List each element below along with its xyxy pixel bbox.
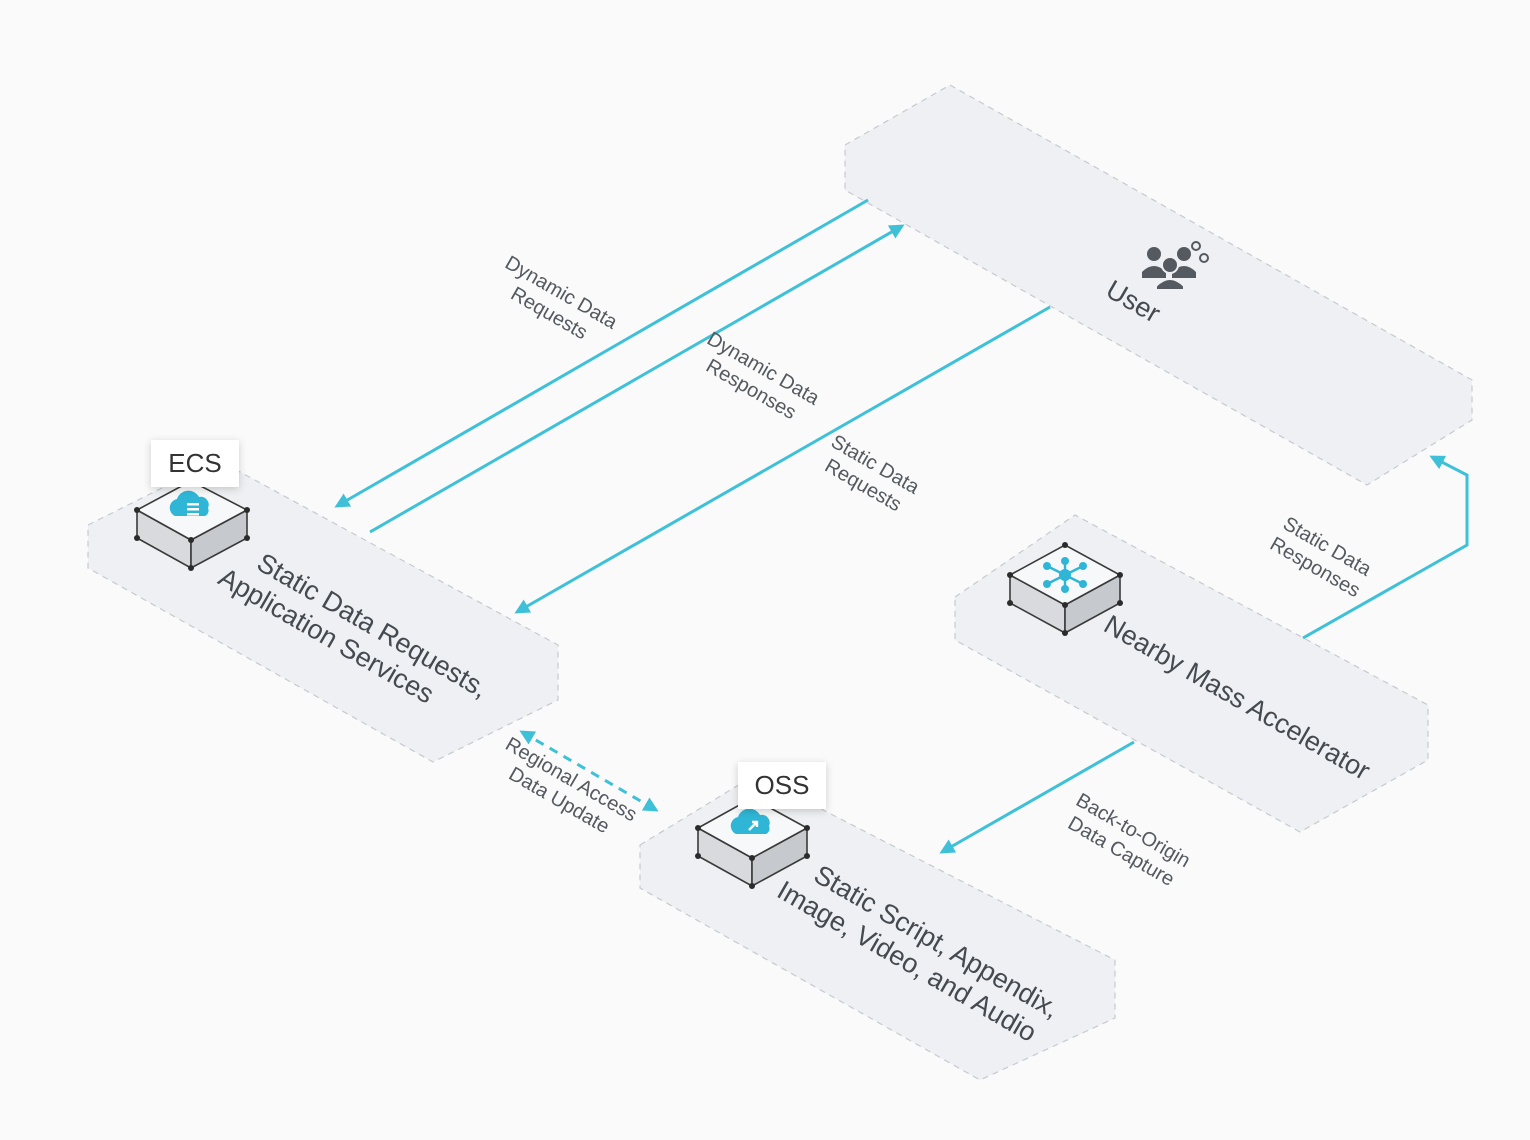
cloud-upload-icon [730, 808, 770, 834]
ecs-tag: ECS [151, 440, 239, 487]
regional-access-arrow [519, 730, 659, 812]
oss-tag: OSS [738, 762, 826, 809]
static-responses-label: Static Data Responses [1266, 513, 1375, 602]
regional-access-label: Regional Access Data Update [501, 733, 640, 838]
svg-text:ECS: ECS [168, 448, 221, 478]
cloud-server-icon [169, 490, 209, 516]
static-responses-arrow [1302, 455, 1469, 640]
static-requests-arrow [514, 305, 1051, 614]
back-to-origin-arrow [939, 740, 1135, 854]
dynamic-requests-label: Dynamic Data Requests [501, 252, 622, 344]
back-to-origin-label: Back-to-Origin Data Capture [1064, 789, 1194, 891]
users-icon [1142, 241, 1209, 291]
dynamic-requests-arrow [334, 198, 869, 508]
svg-text:OSS: OSS [755, 770, 810, 800]
dynamic-responses-arrow [369, 224, 905, 534]
dynamic-responses-label: Dynamic Data Responses [702, 328, 823, 424]
static-requests-label: Static Data Requests [821, 431, 924, 516]
network-hub-icon [1043, 557, 1087, 593]
